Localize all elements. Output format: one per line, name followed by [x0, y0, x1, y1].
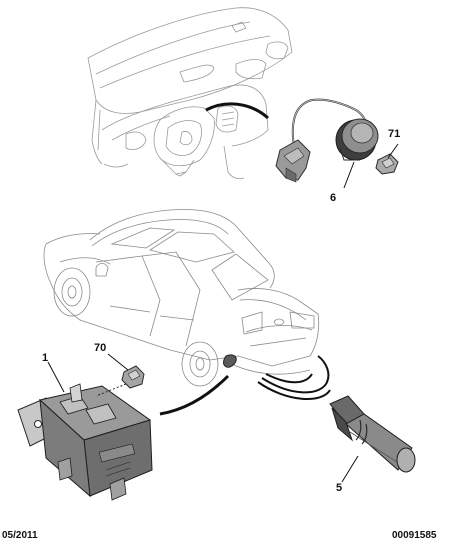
clip-icon	[375, 153, 399, 175]
footer-date: 05/2011	[2, 530, 38, 541]
connection-line	[159, 374, 230, 416]
callout-70: 70	[94, 342, 107, 354]
footer-reference: 00091585	[392, 530, 437, 541]
clip-icon	[95, 365, 145, 397]
buzzer-icon	[275, 98, 379, 183]
dashboard-illustration	[87, 7, 293, 180]
callout-6: 6	[330, 192, 337, 204]
callout-5: 5	[336, 482, 343, 494]
sensor-wiring	[223, 354, 331, 400]
connection-line	[205, 102, 269, 120]
parking-sensor-icon	[329, 395, 416, 473]
car-illustration	[43, 209, 320, 387]
control-unit-icon	[17, 383, 153, 501]
callout-1: 1	[42, 352, 49, 364]
callout-71: 71	[388, 128, 401, 140]
